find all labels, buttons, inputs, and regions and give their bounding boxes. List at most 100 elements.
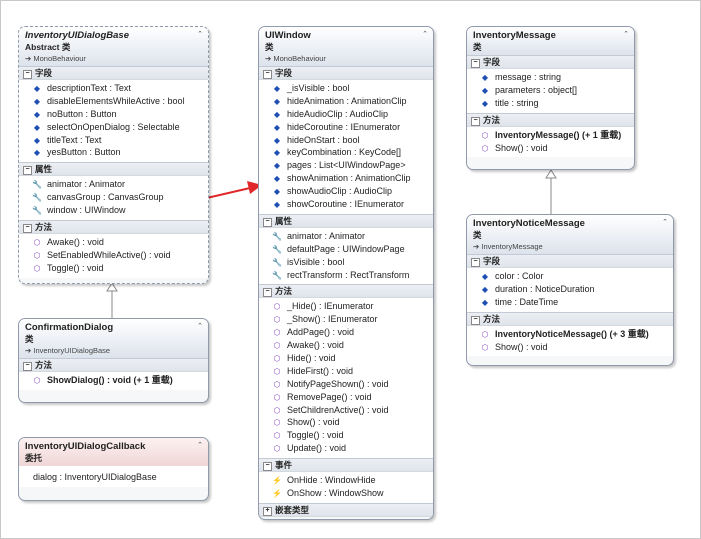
member-hide[interactable]: ⬡Hide() : void bbox=[259, 352, 433, 365]
collapse-icon[interactable]: − bbox=[263, 288, 272, 298]
member-hidefirst[interactable]: ⬡HideFirst() : void bbox=[259, 365, 433, 378]
member-removepage[interactable]: ⬡RemovePage() : void bbox=[259, 391, 433, 404]
field-icon: ◆ bbox=[273, 109, 281, 119]
section-methods[interactable]: −方法 bbox=[19, 358, 208, 372]
collapse-icon[interactable]: − bbox=[23, 224, 32, 234]
member-recttransform[interactable]: 🔧rectTransform : RectTransform bbox=[259, 269, 433, 282]
section-fields[interactable]: −字段 bbox=[467, 55, 634, 69]
collapse-icon[interactable]: − bbox=[471, 59, 480, 68]
member-showcoroutine[interactable]: ◆showCoroutine : IEnumerator bbox=[259, 198, 433, 211]
member-title[interactable]: ◆title : string bbox=[467, 97, 634, 110]
member-canvasgroup[interactable]: 🔧canvasGroup : CanvasGroup bbox=[19, 191, 208, 204]
member-show[interactable]: ⬡Show() : void bbox=[259, 416, 433, 429]
member-keycombination[interactable]: ◆keyCombination : KeyCode[] bbox=[259, 146, 433, 159]
collapse-icon[interactable]: − bbox=[263, 70, 272, 79]
collapse-icon[interactable]: − bbox=[23, 362, 32, 371]
section-events[interactable]: −事件 bbox=[259, 458, 433, 473]
member-hide[interactable]: ⬡_Hide() : IEnumerator bbox=[259, 300, 433, 313]
section-fields[interactable]: −字段 bbox=[19, 66, 208, 80]
member-hideaudioclip[interactable]: ◆hideAudioClip : AudioClip bbox=[259, 108, 433, 121]
member-animator[interactable]: 🔧animator : Animator bbox=[19, 178, 208, 191]
member-onshow[interactable]: ⚡OnShow : WindowShow bbox=[259, 487, 433, 500]
member-message[interactable]: ◆message : string bbox=[467, 71, 634, 84]
member-toggle[interactable]: ⬡Toggle() : void bbox=[19, 262, 208, 275]
section-fields[interactable]: −字段 bbox=[259, 66, 433, 80]
member-hideonstart[interactable]: ◆hideOnStart : bool bbox=[259, 134, 433, 147]
section-fields[interactable]: −字段 bbox=[467, 254, 673, 268]
member-list: ⬡Awake() : void⬡SetEnabledWhileActive() … bbox=[19, 234, 208, 278]
member-defaultpage[interactable]: 🔧defaultPage : UIWindowPage bbox=[259, 243, 433, 256]
section-methods[interactable]: −方法 bbox=[259, 284, 433, 299]
collapse-chevron-icon[interactable]: ⌃ bbox=[197, 442, 203, 449]
member-notifypageshown[interactable]: ⬡NotifyPageShown() : void bbox=[259, 378, 433, 391]
member-showdialog[interactable]: ⬡ShowDialog() : void (+ 1 重载) bbox=[19, 374, 208, 387]
member-awake[interactable]: ⬡Awake() : void bbox=[259, 339, 433, 352]
member-inventorymessage[interactable]: ⬡InventoryMessage() (+ 1 重载) bbox=[467, 129, 634, 142]
section-methods[interactable]: −方法 bbox=[19, 220, 208, 235]
member-addpage[interactable]: ⬡AddPage() : void bbox=[259, 326, 433, 339]
member-time[interactable]: ◆time : DateTime bbox=[467, 296, 673, 309]
collapse-icon[interactable]: − bbox=[471, 315, 480, 325]
member-parameters[interactable]: ◆parameters : object[] bbox=[467, 84, 634, 97]
member-titletext[interactable]: ◆titleText : Text bbox=[19, 134, 208, 147]
member-onhide[interactable]: ⚡OnHide : WindowHide bbox=[259, 474, 433, 487]
collapse-chevron-icon[interactable]: ⌃ bbox=[623, 31, 629, 38]
member-hideanimation[interactable]: ◆hideAnimation : AnimationClip bbox=[259, 95, 433, 108]
member-color[interactable]: ◆color : Color bbox=[467, 270, 673, 283]
member-hidecoroutine[interactable]: ◆hideCoroutine : IEnumerator bbox=[259, 121, 433, 134]
member-nobutton[interactable]: ◆noButton : Button bbox=[19, 108, 208, 121]
member-isvisible[interactable]: ◆_isVisible : bool bbox=[259, 82, 433, 95]
collapse-icon[interactable]: − bbox=[263, 217, 272, 227]
member-pages[interactable]: ◆pages : List<UIWindowPage> bbox=[259, 159, 433, 172]
member-toggle[interactable]: ⬡Toggle() : void bbox=[259, 429, 433, 442]
collapse-chevron-icon[interactable]: ⌃ bbox=[197, 323, 203, 330]
member-disableelementswhileactive[interactable]: ◆disableElementsWhileActive : bool bbox=[19, 95, 208, 108]
member-yesbutton[interactable]: ◆yesButton : Button bbox=[19, 146, 208, 159]
collapse-icon[interactable]: − bbox=[471, 258, 480, 267]
member-setenabledwhileactive[interactable]: ⬡SetEnabledWhileActive() : void bbox=[19, 249, 208, 262]
member-dialog[interactable]: dialog : InventoryUIDialogBase bbox=[19, 471, 208, 484]
member-animator[interactable]: 🔧animator : Animator bbox=[259, 230, 433, 243]
member-update[interactable]: ⬡Update() : void bbox=[259, 442, 433, 455]
member-duration[interactable]: ◆duration : NoticeDuration bbox=[467, 283, 673, 296]
member-showaudioclip[interactable]: ◆showAudioClip : AudioClip bbox=[259, 185, 433, 198]
collapse-icon[interactable]: − bbox=[263, 462, 272, 472]
section-methods[interactable]: −方法 bbox=[467, 311, 673, 326]
member-window[interactable]: 🔧window : UIWindow bbox=[19, 204, 208, 217]
collapse-chevron-icon[interactable]: ⌃ bbox=[197, 31, 203, 38]
section-properties[interactable]: −属性 bbox=[259, 213, 433, 228]
section-methods[interactable]: −方法 bbox=[467, 112, 634, 127]
member-selectonopendialog[interactable]: ◆selectOnOpenDialog : Selectable bbox=[19, 121, 208, 134]
member-awake[interactable]: ⬡Awake() : void bbox=[19, 236, 208, 249]
member-show[interactable]: ⬡Show() : void bbox=[467, 341, 673, 354]
collapse-chevron-icon[interactable]: ⌃ bbox=[422, 31, 428, 38]
collapse-chevron-icon[interactable]: ⌃ bbox=[662, 219, 668, 226]
collapse-icon[interactable]: − bbox=[23, 70, 32, 79]
member-show[interactable]: ⬡_Show() : IEnumerator bbox=[259, 313, 433, 326]
member-setchildrenactive[interactable]: ⬡SetChildrenActive() : void bbox=[259, 404, 433, 417]
field-icon: ◆ bbox=[273, 200, 281, 210]
section-label: 字段 bbox=[35, 68, 53, 78]
member-show[interactable]: ⬡Show() : void bbox=[467, 142, 634, 155]
collapse-icon[interactable]: − bbox=[23, 166, 32, 176]
section-properties[interactable]: −属性 bbox=[19, 162, 208, 177]
collapse-icon[interactable]: − bbox=[471, 116, 480, 126]
section-nested-types[interactable]: +嵌套类型 bbox=[259, 502, 433, 517]
member-isvisible[interactable]: 🔧isVisible : bool bbox=[259, 256, 433, 269]
member-descriptiontext[interactable]: ◆descriptionText : Text bbox=[19, 82, 208, 95]
member-showanimation[interactable]: ◆showAnimation : AnimationClip bbox=[259, 172, 433, 185]
expand-icon[interactable]: + bbox=[263, 506, 272, 516]
member-inventorynoticemessage[interactable]: ⬡InventoryNoticeMessage() (+ 3 重载) bbox=[467, 328, 673, 341]
